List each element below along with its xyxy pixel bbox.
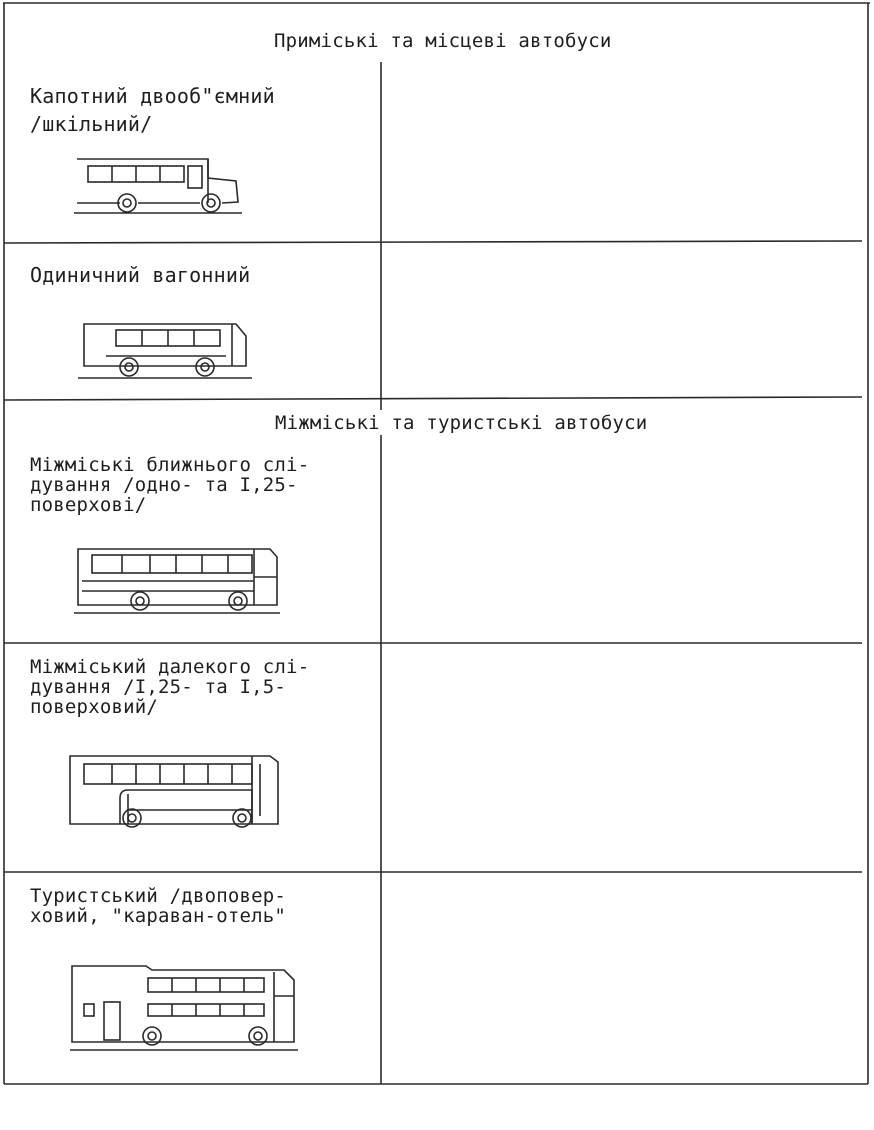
school-bus-icon xyxy=(74,158,242,214)
city-bus-icon xyxy=(78,323,252,379)
row-label-line: ховий, "караван-отель" xyxy=(30,905,287,927)
row-label-line: Туристський /двоповер- xyxy=(30,885,287,907)
row-label-line: Капотний двооб"ємний xyxy=(30,84,275,108)
row-label-line: Міжміський далекого слі- xyxy=(30,656,310,678)
row-label-line: дування /одно- та I,25- xyxy=(30,474,298,496)
row-label-line: дування /I,25- та I,5- xyxy=(30,676,287,698)
intercity-short-bus-icon xyxy=(74,548,280,614)
intercity-long-bus-icon xyxy=(69,755,279,828)
row-label-line: Одиничний вагонний xyxy=(30,263,251,287)
row-label-line: /шкільний/ xyxy=(30,112,153,136)
row-label-line: поверхові/ xyxy=(30,494,147,516)
section-heading-suburban: Приміські та місцеві автобуси xyxy=(274,30,612,52)
section-heading-intercity: Міжміські та туристські автобуси xyxy=(275,412,648,434)
double-decker-bus-icon xyxy=(70,965,298,1051)
row-label-line: Міжміські ближнього слі- xyxy=(30,454,310,476)
row-label-line: поверховий/ xyxy=(30,696,159,718)
